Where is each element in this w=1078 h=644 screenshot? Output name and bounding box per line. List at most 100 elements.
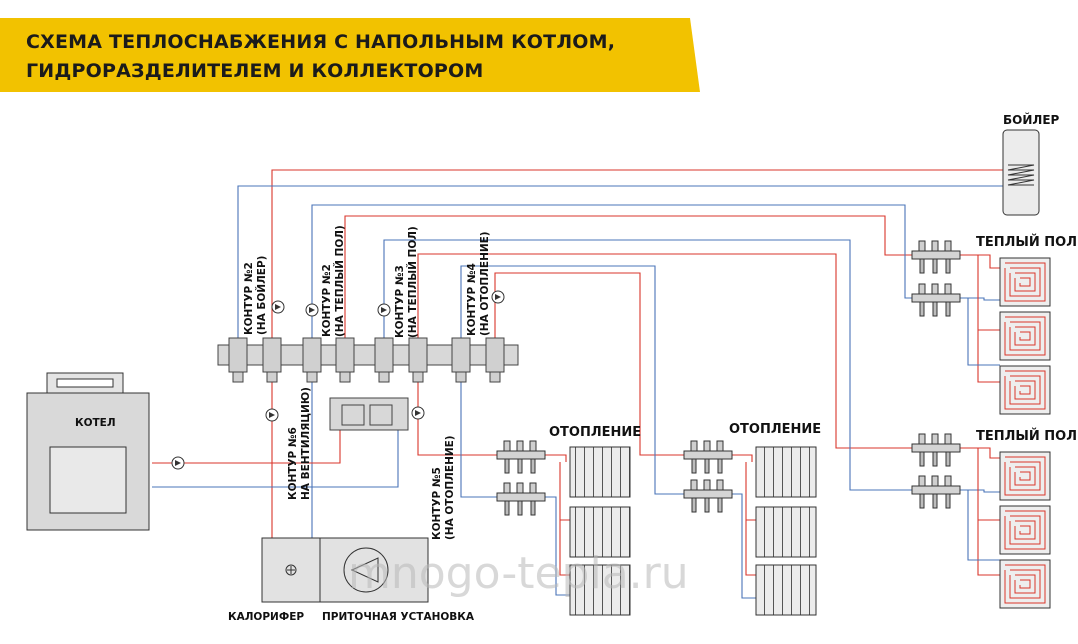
radiator: [755, 506, 817, 558]
manifold-outlet: [919, 258, 925, 274]
floor-coil: [999, 311, 1051, 361]
calorifer-label: КАЛОРИФЕР: [228, 611, 304, 623]
circuit-1-line-1: КОНТУР №2: [243, 262, 255, 335]
manifold-outlet: [919, 493, 925, 509]
manifold-outlet: [945, 493, 951, 509]
floor-coil: [999, 559, 1051, 609]
manifold-bar: [911, 293, 961, 303]
boiler-pump: [171, 456, 185, 470]
floor-coil: [999, 257, 1051, 307]
circuit-3-line-2: (НА ТЕПЛЫЙ ПОЛ): [406, 226, 419, 338]
manifold-outlet: [691, 458, 697, 474]
floor-coil: [999, 365, 1051, 415]
manifold-bar: [911, 250, 961, 260]
floor-coil-frame: [999, 311, 1051, 361]
manifold-outlet: [717, 497, 723, 513]
separator-stub-outlet: [412, 371, 424, 383]
boiler-tank: БОЙЛЕР: [1002, 112, 1060, 216]
circuit-4-line-2: (НА ОТОПЛЕНИЕ): [479, 231, 491, 336]
manifold-valve-icon: [918, 433, 926, 445]
floor-coil-loop: [1004, 316, 1046, 356]
circuit-6-label: КОНТУР №6 НА ВЕНТИЛЯЦИЮ): [287, 387, 312, 500]
manifold-bar: [911, 443, 961, 453]
floor-coil-frame: [999, 257, 1051, 307]
manifold-outlet: [530, 500, 536, 516]
circuit-1-label: КОНТУР №2 (НА БОЙЛЕР): [243, 256, 268, 335]
manifold: [911, 240, 961, 274]
circuit-2-label: КОНТУР №2 (НА ТЕПЛЫЙ ПОЛ): [321, 225, 346, 337]
separator-stub: [451, 337, 471, 373]
manifold-valve-icon: [716, 440, 724, 452]
floor-coil-loop: [1004, 510, 1046, 550]
heating-2-label: ОТОПЛЕНИЕ: [729, 422, 821, 437]
manifold: [683, 440, 733, 474]
separator-stub-outlet: [339, 371, 351, 383]
manifold-bar: [496, 450, 546, 460]
floor-coil: [999, 451, 1051, 501]
radiators: [569, 446, 817, 616]
manifold-outlet: [945, 451, 951, 467]
watermark: mnogo-tepla.ru: [348, 548, 689, 599]
manifold-valve-icon: [703, 440, 711, 452]
floor-coil-loop: [1004, 456, 1046, 496]
pump-arrow-icon: [415, 410, 421, 416]
manifold-outlet: [704, 497, 710, 513]
manifold-bar: [496, 492, 546, 502]
manifold-bar: [683, 450, 733, 460]
separator-stub: [335, 337, 355, 373]
circuit-5-line-2: (НА ОТОПЛЕНИЕ): [444, 435, 456, 540]
manifold-outlet: [932, 493, 938, 509]
circuit-2-line-2: (НА ТЕПЛЫЙ ПОЛ): [333, 225, 346, 337]
separator-stub: [302, 337, 322, 373]
manifold-bar: [911, 485, 961, 495]
floor-coil-loop: [1004, 564, 1046, 604]
manifold-outlet: [717, 458, 723, 474]
ventilation-units: КАЛОРИФЕР ПРИТОЧНАЯ УСТАНОВКА: [228, 537, 475, 623]
manifold-valve-icon: [716, 479, 724, 491]
mixing-unit: [329, 397, 409, 431]
separator-stub: [408, 337, 428, 373]
title-banner: [0, 18, 700, 92]
separator-stub-outlet: [378, 371, 390, 383]
circuit-5-line-1: КОНТУР №5: [431, 467, 443, 540]
floor-boiler: КОТЕЛ: [26, 372, 150, 531]
manifold: [911, 283, 961, 317]
manifold-valve-icon: [918, 283, 926, 295]
circuit-3-label: КОНТУР №3 (НА ТЕПЛЫЙ ПОЛ): [394, 226, 419, 338]
circuit-6-line-1: КОНТУР №6: [287, 427, 299, 500]
manifold-valve-icon: [931, 240, 939, 252]
manifold-outlet: [504, 500, 510, 516]
manifolds: [496, 240, 961, 516]
warm-floor-1-label: ТЕПЛЫЙ ПОЛ: [976, 234, 1077, 250]
manifold-valve-icon: [529, 440, 537, 452]
manifold-valve-icon: [944, 240, 952, 252]
warm-floor-2-label: ТЕПЛЫЙ ПОЛ: [976, 428, 1077, 444]
radiator: [569, 564, 631, 616]
manifold: [683, 479, 733, 513]
manifold-bar: [683, 489, 733, 499]
manifold-outlet: [530, 458, 536, 474]
manifold: [496, 482, 546, 516]
separator-stub-outlet: [489, 371, 501, 383]
radiator: [755, 564, 817, 616]
manifold-valve-icon: [690, 440, 698, 452]
page-title-line-2: ГИДРОРАЗДЕЛИТЕЛЕМ И КОЛЛЕКТОРОМ: [26, 60, 484, 82]
radiator: [755, 446, 817, 498]
manifold-outlet: [517, 458, 523, 474]
manifold-outlet: [932, 258, 938, 274]
manifold-valve-icon: [944, 433, 952, 445]
manifold-valve-icon: [503, 440, 511, 452]
manifold-outlet: [691, 497, 697, 513]
floor-coil-frame: [999, 559, 1051, 609]
manifold: [911, 475, 961, 509]
manifold-valve-icon: [503, 482, 511, 494]
separator-stub: [485, 337, 505, 373]
manifold-valve-icon: [918, 475, 926, 487]
manifold-outlet: [945, 301, 951, 317]
circuit-2-line-1: КОНТУР №2: [321, 264, 333, 337]
manifold-outlet: [932, 451, 938, 467]
manifold: [496, 440, 546, 474]
radiator: [569, 506, 631, 558]
manifold-valve-icon: [931, 475, 939, 487]
